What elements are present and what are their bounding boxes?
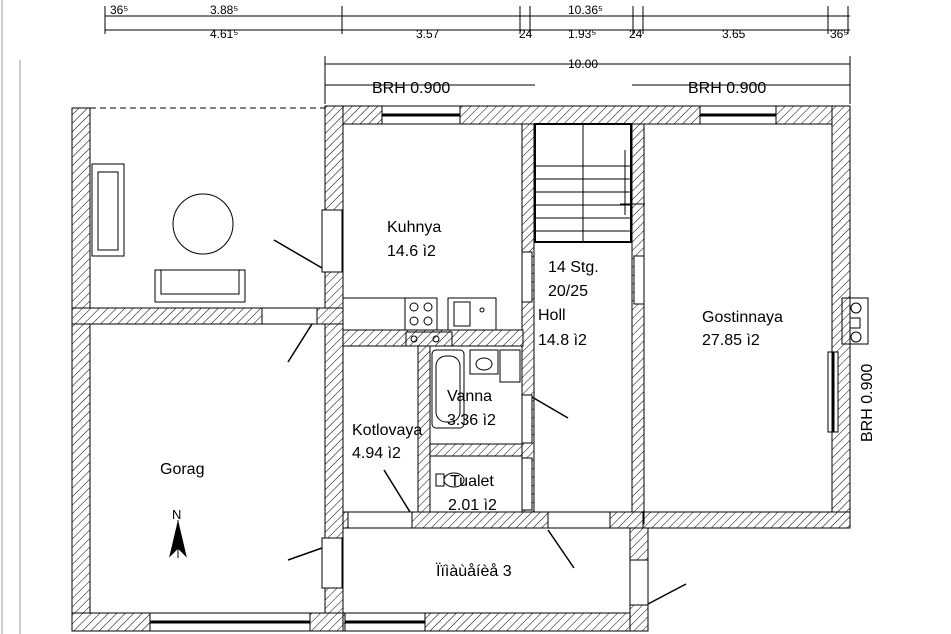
- brh-label-1: BRH 0.900: [372, 80, 450, 97]
- room-name-tualet: Tualet: [450, 473, 494, 490]
- dim-top-2: 3.88⁵: [210, 3, 238, 17]
- dim-2-3: 24: [519, 27, 533, 41]
- dim-2-4: 1.93⁵: [568, 27, 596, 41]
- room-area-vanna: 3.36 ì2: [447, 412, 496, 429]
- staircase: [534, 123, 645, 243]
- dim-2-1: 4.61⁵: [210, 27, 238, 41]
- dim-2-6: 3.65: [722, 27, 746, 41]
- north-label: N: [172, 507, 181, 522]
- north-arrow-icon: [169, 520, 187, 558]
- dim-overall: 10.00: [568, 57, 598, 71]
- dimension-lines: [104, 6, 851, 104]
- walls: [71, 105, 851, 632]
- room-area-tualet: 2.01 ì2: [448, 497, 497, 514]
- dim-2-5: 24: [629, 27, 643, 41]
- room-name-gorag: Gorag: [160, 461, 204, 478]
- stairs-ratio: 20/25: [548, 283, 588, 300]
- room-area-holl: 14.8 ì2: [538, 332, 587, 349]
- room-name-kuhnya: Kuhnya: [387, 219, 441, 236]
- room-area-gostinnaya: 27.85 ì2: [702, 332, 760, 349]
- room-area-kotlovaya: 4.94 ì2: [352, 445, 401, 462]
- furniture: [91, 163, 869, 488]
- room-name-vanna: Vanna: [447, 388, 492, 405]
- dim-2-2: 3.57: [416, 27, 440, 41]
- room-name-terrace: Ïïìàùåíèå 3: [436, 562, 512, 580]
- room-area-kuhnya: 14.6 ì2: [387, 243, 436, 260]
- room-name-holl: Holl: [538, 307, 566, 324]
- dim-top-3: 10.36⁵: [568, 3, 603, 17]
- dim-top-1: 36⁵: [110, 3, 128, 17]
- brh-label-3: BRH 0.900: [859, 364, 876, 442]
- room-name-kotlovaya: Kotlovaya: [352, 422, 422, 439]
- stairs-steps: 14 Stg.: [548, 259, 599, 276]
- room-name-gostinnaya: Gostinnaya: [702, 309, 783, 326]
- door-swings: [273, 239, 687, 605]
- dim-2-7: 36⁵: [830, 27, 848, 41]
- windows: [149, 105, 839, 632]
- brh-label-2: BRH 0.900: [688, 80, 766, 97]
